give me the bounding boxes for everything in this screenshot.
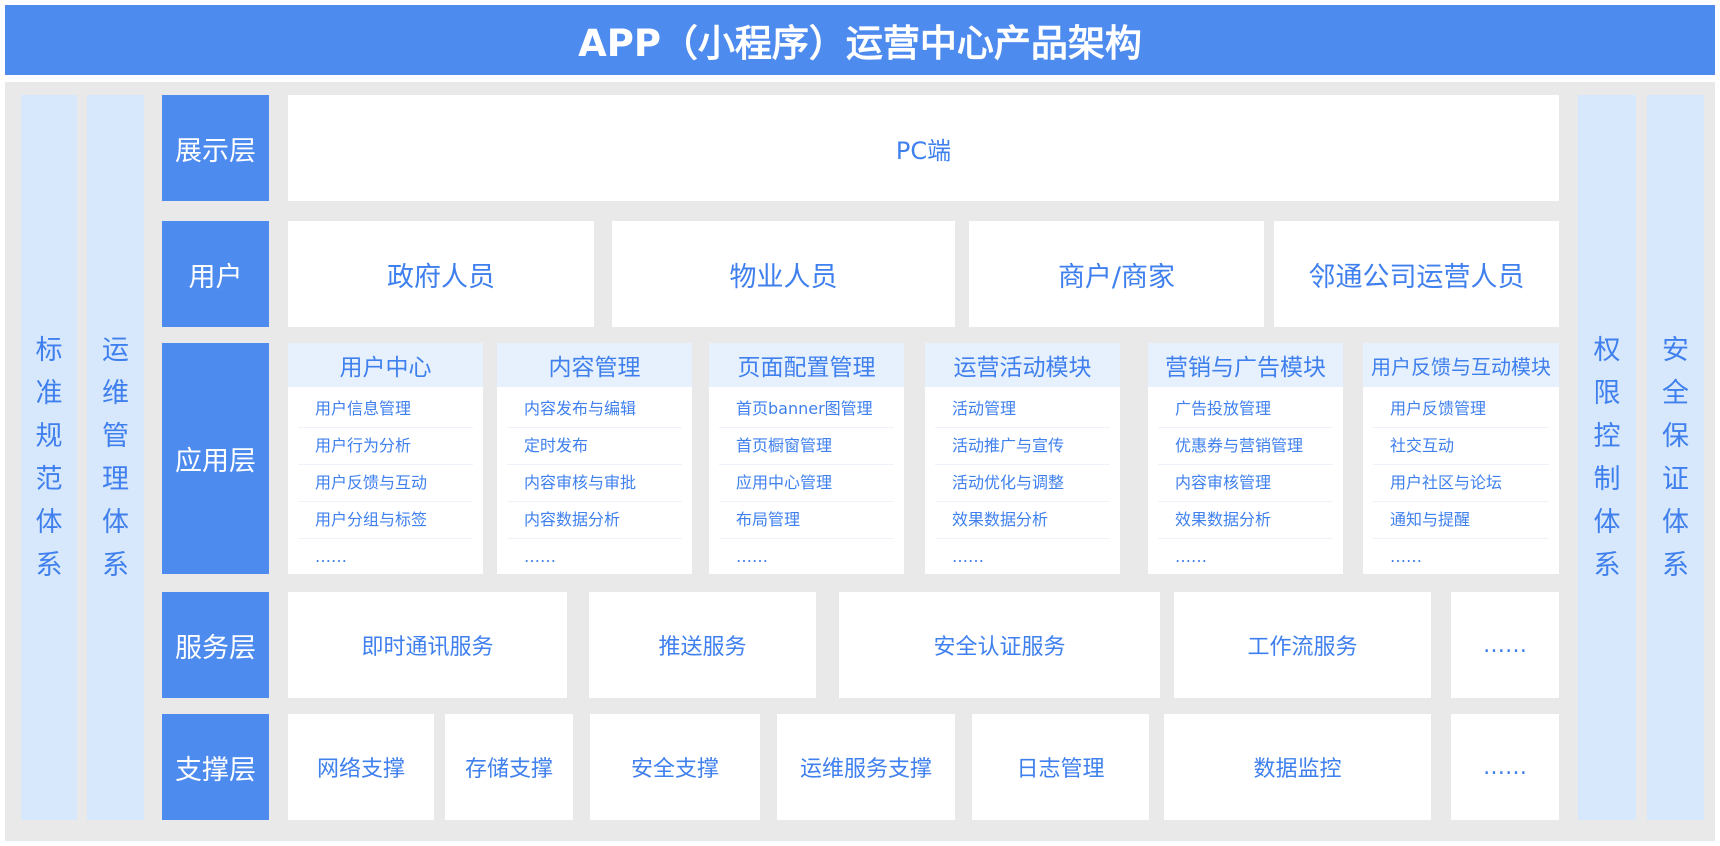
- module-item: 定时发布: [507, 428, 682, 465]
- layer-display: 展示层: [162, 95, 269, 201]
- service-more: ……: [1451, 592, 1559, 698]
- module-item: 用户社区与论坛: [1373, 465, 1549, 502]
- side-security-label: 安全保证体系: [1662, 334, 1689, 581]
- module-item: 广告投放管理: [1158, 391, 1333, 428]
- service-push: 推送服务: [589, 592, 816, 698]
- side-security-system: 安全保证体系: [1647, 95, 1704, 820]
- module-title: 页面配置管理: [709, 343, 904, 387]
- module-item: 内容发布与编辑: [507, 391, 682, 428]
- module-item: 活动管理: [935, 391, 1110, 428]
- side-ops-system: 运维管理体系: [87, 95, 144, 820]
- module-item: 活动优化与调整: [935, 465, 1110, 502]
- side-ops-label: 运维管理体系: [102, 334, 129, 581]
- support-security: 安全支撑: [590, 714, 760, 820]
- module-user-center: 用户中心 用户信息管理 用户行为分析 用户反馈与互动 用户分组与标签 ……: [288, 343, 483, 574]
- support-monitoring: 数据监控: [1164, 714, 1431, 820]
- module-content: 内容管理 内容发布与编辑 定时发布 内容审核与审批 内容数据分析 ……: [497, 343, 692, 574]
- module-item: ……: [1390, 547, 1422, 566]
- user-property: 物业人员: [612, 221, 955, 327]
- module-item: 布局管理: [719, 502, 894, 539]
- user-government: 政府人员: [288, 221, 594, 327]
- module-item: 效果数据分析: [935, 502, 1110, 539]
- module-marketing-ads: 营销与广告模块 广告投放管理 优惠券与营销管理 内容审核管理 效果数据分析 ……: [1148, 343, 1343, 574]
- support-more: ……: [1451, 714, 1559, 820]
- module-campaign: 运营活动模块 活动管理 活动推广与宣传 活动优化与调整 效果数据分析 ……: [925, 343, 1120, 574]
- user-operator: 邻通公司运营人员: [1274, 221, 1559, 327]
- module-item: ……: [952, 547, 984, 566]
- module-item: 内容审核管理: [1158, 465, 1333, 502]
- module-item: ……: [524, 547, 556, 566]
- service-auth: 安全认证服务: [839, 592, 1160, 698]
- side-permission-system: 权限控制体系: [1578, 95, 1636, 820]
- module-item: 社交互动: [1373, 428, 1549, 465]
- service-im: 即时通讯服务: [288, 592, 567, 698]
- service-workflow: 工作流服务: [1174, 592, 1431, 698]
- module-item: ……: [315, 547, 347, 566]
- layer-user: 用户: [162, 221, 269, 327]
- module-page-config: 页面配置管理 首页banner图管理 首页橱窗管理 应用中心管理 布局管理 ……: [709, 343, 904, 574]
- module-item: 用户反馈管理: [1373, 391, 1549, 428]
- page-title: APP（小程序）运营中心产品架构: [5, 5, 1715, 75]
- module-item: 首页banner图管理: [719, 391, 894, 428]
- module-item: ……: [1175, 547, 1207, 566]
- support-storage: 存储支撑: [445, 714, 573, 820]
- side-permission-label: 权限控制体系: [1593, 334, 1621, 581]
- module-title: 营销与广告模块: [1148, 343, 1343, 387]
- module-item: 优惠券与营销管理: [1158, 428, 1333, 465]
- module-item: 内容审核与审批: [507, 465, 682, 502]
- module-item: 用户反馈与互动: [298, 465, 473, 502]
- support-network: 网络支撑: [288, 714, 434, 820]
- layer-app: 应用层: [162, 343, 269, 574]
- side-standard-label: 标准规范体系: [35, 334, 63, 581]
- module-item: 效果数据分析: [1158, 502, 1333, 539]
- module-title: 内容管理: [497, 343, 692, 387]
- module-title: 用户反馈与互动模块: [1363, 343, 1559, 387]
- module-item: 用户分组与标签: [298, 502, 473, 539]
- module-item: ……: [736, 547, 768, 566]
- module-item: 用户行为分析: [298, 428, 473, 465]
- module-title: 用户中心: [288, 343, 483, 387]
- module-item: 应用中心管理: [719, 465, 894, 502]
- pc-client-box: PC端: [288, 95, 1559, 201]
- module-item: 通知与提醒: [1373, 502, 1549, 539]
- layer-service: 服务层: [162, 592, 269, 698]
- module-item: 活动推广与宣传: [935, 428, 1110, 465]
- user-merchant: 商户/商家: [969, 221, 1264, 327]
- layer-support: 支撑层: [162, 714, 269, 820]
- module-feedback-interaction: 用户反馈与互动模块 用户反馈管理 社交互动 用户社区与论坛 通知与提醒 ……: [1363, 343, 1559, 574]
- support-log: 日志管理: [972, 714, 1149, 820]
- module-item: 用户信息管理: [298, 391, 473, 428]
- support-ops-service: 运维服务支撑: [777, 714, 955, 820]
- module-item: 内容数据分析: [507, 502, 682, 539]
- module-title: 运营活动模块: [925, 343, 1120, 387]
- side-standard-system: 标准规范体系: [21, 95, 77, 820]
- module-item: 首页橱窗管理: [719, 428, 894, 465]
